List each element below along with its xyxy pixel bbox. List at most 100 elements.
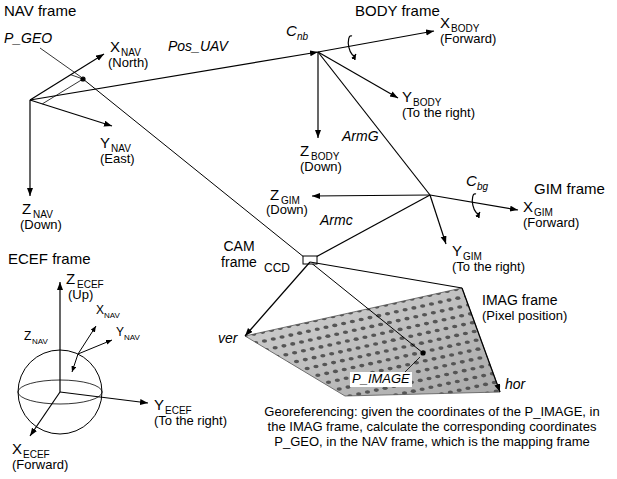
plant-dot (408, 288, 413, 292)
plant-dot (359, 364, 364, 368)
plant-dot (344, 293, 349, 297)
plant-dot (446, 298, 451, 302)
plant-dot (349, 357, 354, 361)
plant-dot (332, 453, 337, 457)
image-photo (245, 288, 500, 396)
plant-dot (438, 300, 443, 304)
plant-dot (385, 312, 390, 316)
plant-dot (382, 340, 387, 344)
plant-dot (259, 414, 264, 418)
plant-dot (421, 396, 426, 400)
plant-dot (262, 339, 267, 343)
axis-line (59, 282, 60, 392)
plant-dot (269, 328, 274, 332)
plant-dot (273, 346, 278, 350)
plant-dot (384, 395, 389, 399)
plant-dot (378, 323, 383, 327)
plant-dot (339, 313, 344, 317)
plant-dot (248, 361, 253, 365)
plant-dot (258, 405, 263, 409)
plant-dot (253, 470, 258, 474)
plant-dot (441, 272, 446, 276)
frame-title: CAM frame (216, 238, 262, 270)
plant-dot (347, 348, 352, 352)
plant-dot (426, 377, 431, 381)
plant-dot (480, 328, 485, 332)
plant-dot (227, 347, 232, 351)
plant-dot (271, 383, 276, 387)
matrix-letter: C (466, 172, 477, 189)
plant-dot (337, 304, 342, 308)
plant-dot (352, 329, 357, 333)
plant-dot (511, 340, 516, 344)
plant-dot (264, 348, 269, 352)
plant-dot (362, 289, 367, 293)
plant-dot (264, 394, 269, 398)
plant-dot (262, 468, 267, 472)
image-axis-label: ver (218, 330, 237, 346)
plant-dot (467, 395, 472, 399)
plant-dot (256, 313, 261, 317)
rotation-symbol (348, 36, 356, 56)
plant-dot (306, 375, 311, 379)
plant-dot (420, 387, 425, 391)
plant-dot (336, 341, 341, 345)
plant-dot (374, 388, 379, 392)
plant-dot (469, 275, 474, 279)
plant-dot (418, 295, 423, 299)
plant-dot (239, 317, 244, 321)
sensor-label: CCD (264, 262, 290, 276)
plant-dot (416, 286, 421, 290)
plant-dot (334, 332, 339, 336)
plant-dot (494, 389, 499, 393)
view-line (310, 262, 462, 288)
axis-direction: (Down) (266, 203, 308, 218)
plant-dot (247, 398, 252, 402)
plant-dot (268, 366, 273, 370)
axis-line (60, 392, 148, 403)
plant-dot (315, 457, 320, 461)
plant-dot (246, 352, 251, 356)
vector-label: Pos_UAV (168, 38, 228, 54)
frame-title: GIM frame (534, 180, 605, 197)
plant-dot (386, 358, 391, 362)
plant-dot (495, 352, 500, 356)
plant-dot (319, 391, 324, 395)
plant-dot (457, 388, 462, 392)
plant-dot (470, 367, 475, 371)
plant-dot (232, 373, 237, 377)
plant-dot (315, 327, 320, 331)
plant-dot (456, 342, 461, 346)
plant-dot (234, 382, 239, 386)
plant-dot (239, 363, 244, 367)
plant-dot (376, 397, 381, 401)
plant-dot (329, 352, 334, 356)
frame-title: NAV frame (4, 2, 76, 19)
vector-label: ArmG (342, 128, 379, 144)
plant-dot (406, 280, 411, 284)
plant-dot (423, 359, 428, 363)
plant-dot (346, 302, 351, 306)
plant-dot (249, 453, 254, 457)
plant-dot (514, 357, 519, 361)
plant-dot (257, 359, 262, 363)
plant-dot (428, 339, 433, 343)
plant-dot (229, 356, 234, 360)
axis-direction: (Forward) (12, 458, 68, 473)
plant-dot (256, 396, 261, 400)
plant-dot (497, 278, 502, 282)
axis-line (72, 354, 78, 372)
plant-dot (241, 325, 246, 329)
plant-dot (427, 293, 432, 297)
plant-dot (504, 396, 509, 400)
plant-dot (330, 398, 335, 402)
plant-dot (289, 379, 294, 383)
plant-dot (367, 399, 372, 403)
plant-dot (282, 390, 287, 394)
plant-dot (276, 364, 281, 368)
matrix-subscript: nb (297, 31, 308, 43)
plant-dot (425, 285, 430, 289)
plant-dot (303, 358, 308, 362)
plant-dot (241, 371, 246, 375)
plant-dot (516, 366, 521, 370)
